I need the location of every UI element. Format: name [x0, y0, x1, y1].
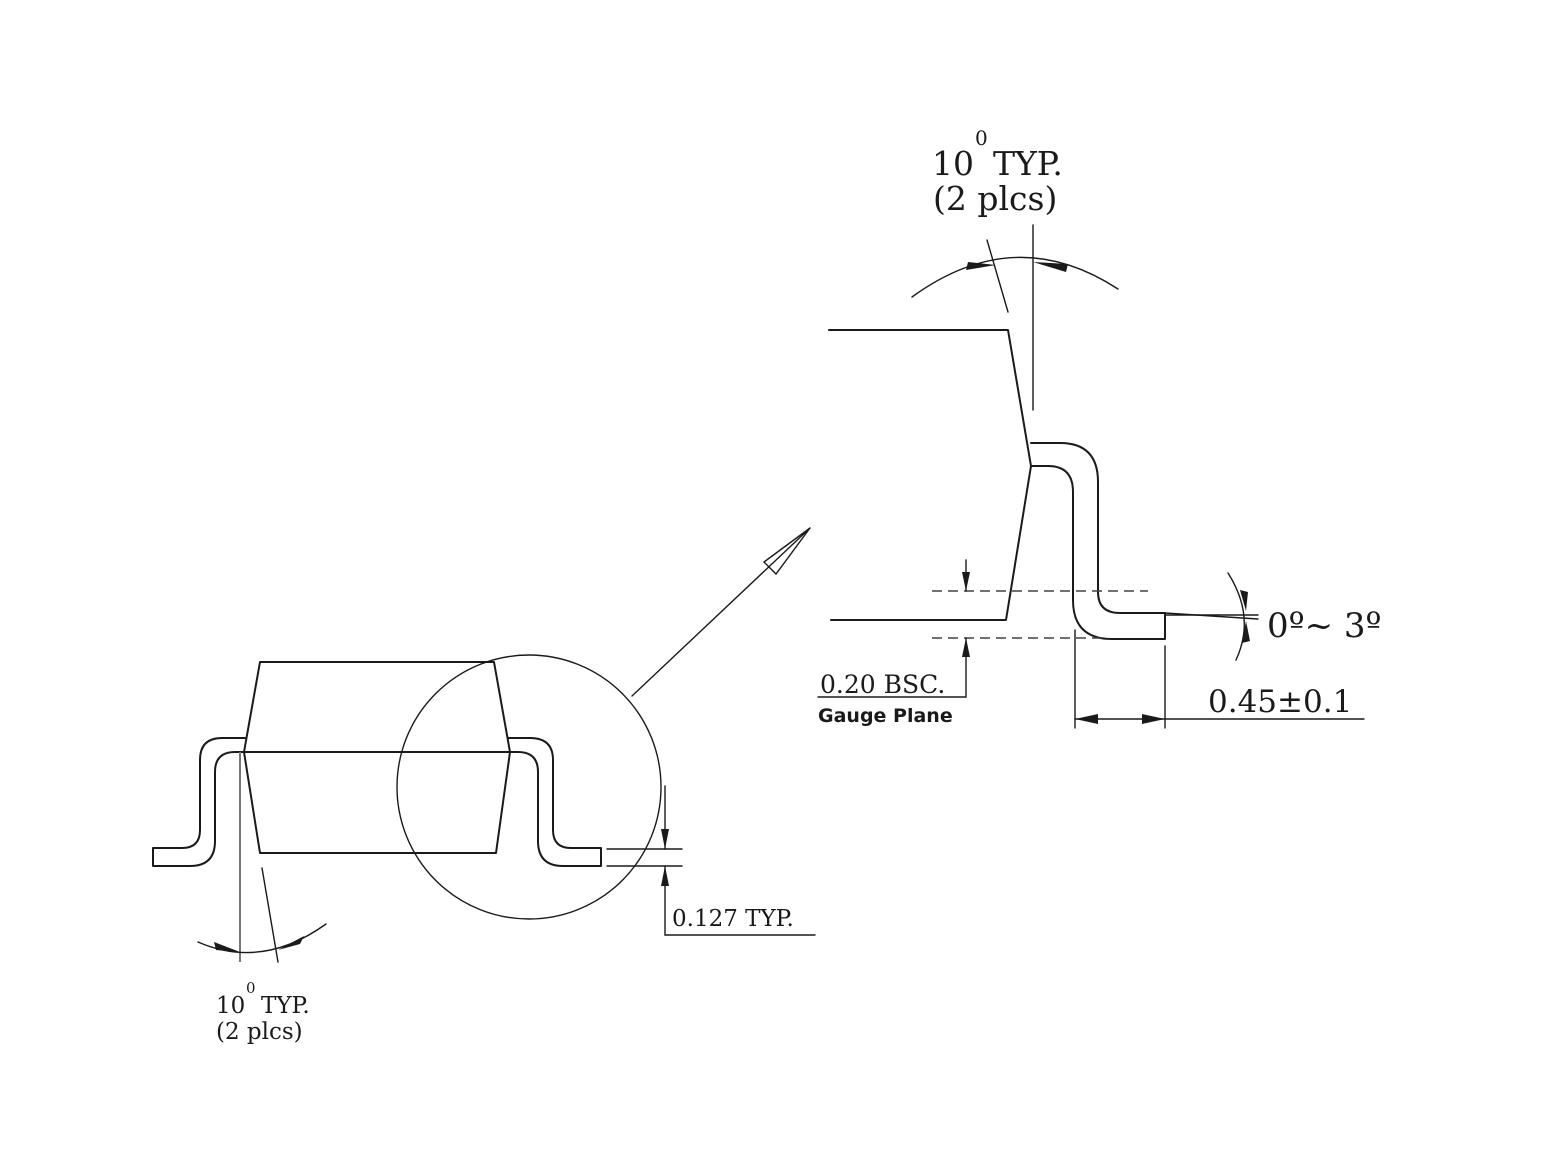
lead-detail-view — [817, 224, 1365, 729]
bottom-angle-value: 10 — [216, 993, 245, 1019]
package-side-view — [152, 527, 816, 963]
bottom-angle-typ: TYP. — [261, 993, 310, 1019]
gauge-dim-leader — [817, 637, 967, 698]
bottom-angle-draft-ext — [261, 867, 279, 963]
thickness-leader — [664, 865, 816, 936]
top-angle-count: (2 plcs) — [933, 179, 1057, 218]
package-body — [243, 661, 511, 854]
top-angle-arrowhead-left — [966, 262, 996, 270]
gauge-dim-label: 0.20 BSC. — [820, 670, 945, 699]
top-angle-degree: 0 — [975, 126, 988, 150]
gauge-arrowhead-top — [962, 572, 970, 591]
length-arrowhead-right — [1142, 714, 1165, 724]
gauge-plane-label: Gauge Plane — [818, 705, 953, 727]
bottom-angle-arc — [197, 923, 327, 954]
bottom-angle-degree: 0 — [246, 979, 256, 997]
detail-lead — [1030, 442, 1166, 640]
detail-leader-arrowhead — [762, 527, 811, 576]
gauge-arrowhead-bottom — [962, 638, 970, 657]
bottom-angle-count: (2 plcs) — [216, 1019, 303, 1045]
dimension-labels: 10 0 TYP. (2 plcs) 10 0 TYP. (2 plcs) 0º… — [216, 126, 1382, 1045]
length-arrowhead-left — [1075, 714, 1098, 724]
top-angle-arrowhead-right — [1033, 262, 1068, 272]
thickness-arrowhead-top — [661, 829, 669, 849]
lead-angle-arrowhead-bottom — [1242, 621, 1250, 643]
bottom-angle-arrowhead-left — [214, 942, 240, 952]
right-lead — [507, 737, 602, 867]
thickness-arrowhead-bottom — [661, 866, 669, 886]
top-angle-value: 10 — [932, 144, 974, 183]
lead-length-label: 0.45±0.1 — [1208, 684, 1352, 720]
top-angle-typ: TYP. — [993, 144, 1063, 183]
left-lead — [152, 737, 246, 867]
detail-leader-line — [631, 527, 811, 697]
lead-angle-arrowhead-top — [1240, 590, 1248, 611]
detail-circle — [396, 654, 662, 920]
top-angle-arc — [911, 256, 1119, 298]
lead-angle-arc — [1227, 572, 1246, 661]
top-angle-draft-ext — [986, 239, 1009, 313]
detail-body-edge — [828, 329, 1032, 621]
bottom-angle-arrowhead-right — [278, 936, 304, 950]
lead-thickness-label: 0.127 TYP. — [672, 906, 794, 932]
lead-angle-tilted-line — [1164, 612, 1259, 620]
lead-angle-label: 0º~ 3º — [1267, 606, 1382, 646]
